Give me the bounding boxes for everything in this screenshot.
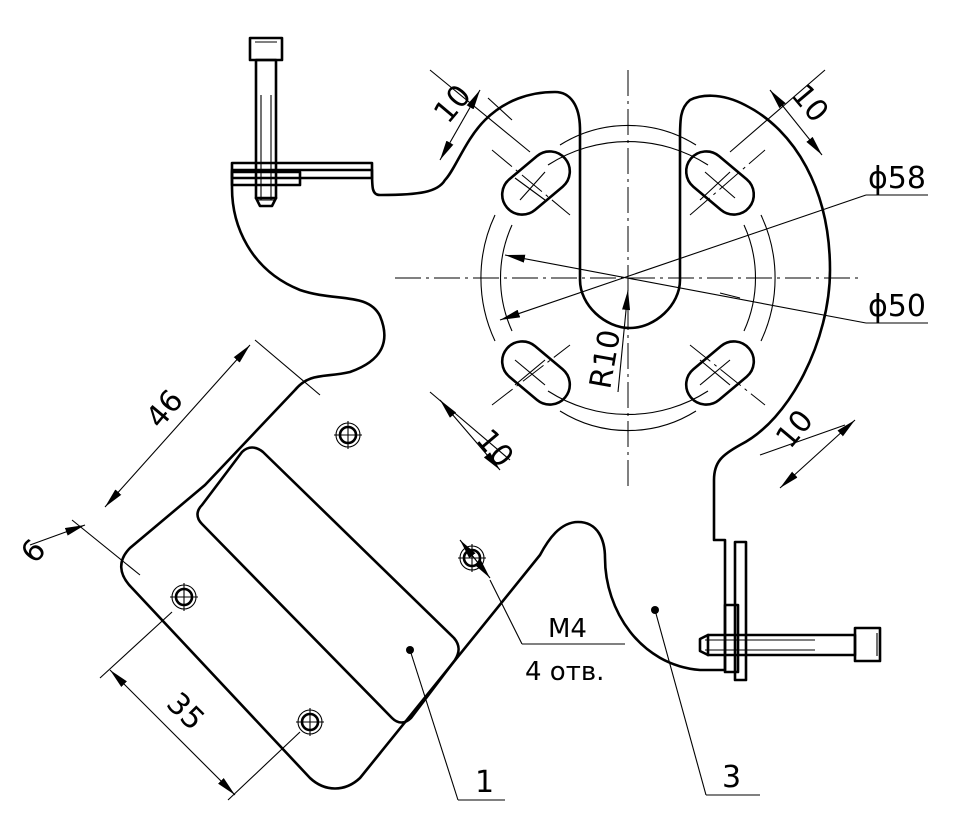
part-1-label: 1 [475,765,494,800]
label-plate-outline [196,446,460,724]
part-3-label: 3 [722,760,741,795]
m4-holes [170,421,486,736]
dim-outer-diameter: ϕ58 [868,161,926,196]
upper-plate-outline [119,90,832,790]
dim-slot-bottom-left: 10 [469,423,520,475]
hole-4 [296,708,324,736]
mounting-slots [500,150,756,406]
dim-slot-bottom-right: 10 [769,403,820,455]
callout-labels: M4 4 отв. 1 3 [475,614,741,800]
dim-slot-top-left: 10 [427,78,478,130]
dim-plate-width: 35 [159,686,211,738]
bracket-outline [119,90,832,790]
dim-inner-diameter: ϕ50 [868,289,926,324]
hole-1 [334,421,362,449]
hole-3 [170,583,198,611]
thread-size-label: M4 [548,614,587,644]
slot-bottom-right [684,340,756,406]
slot-top-right [684,150,756,216]
dimension-labels: 10 10 10 10 ϕ58 ϕ50 R10 46 35 6 [14,78,926,738]
pitch-circles [480,124,776,432]
side-bolt [698,626,882,663]
hole-count-label: 4 отв. [525,657,604,687]
slot-bottom-left [500,340,572,406]
center-lines [395,70,860,490]
dimension-lines [29,69,928,801]
top-washer [230,170,302,187]
slot-top-left [500,150,572,216]
top-bolt [248,36,284,208]
dim-slot-top-right: 10 [784,78,835,130]
dim-center-radius: R10 [583,327,628,391]
side-bracket-tab [733,540,748,682]
dim-plate-length: 46 [139,383,190,435]
